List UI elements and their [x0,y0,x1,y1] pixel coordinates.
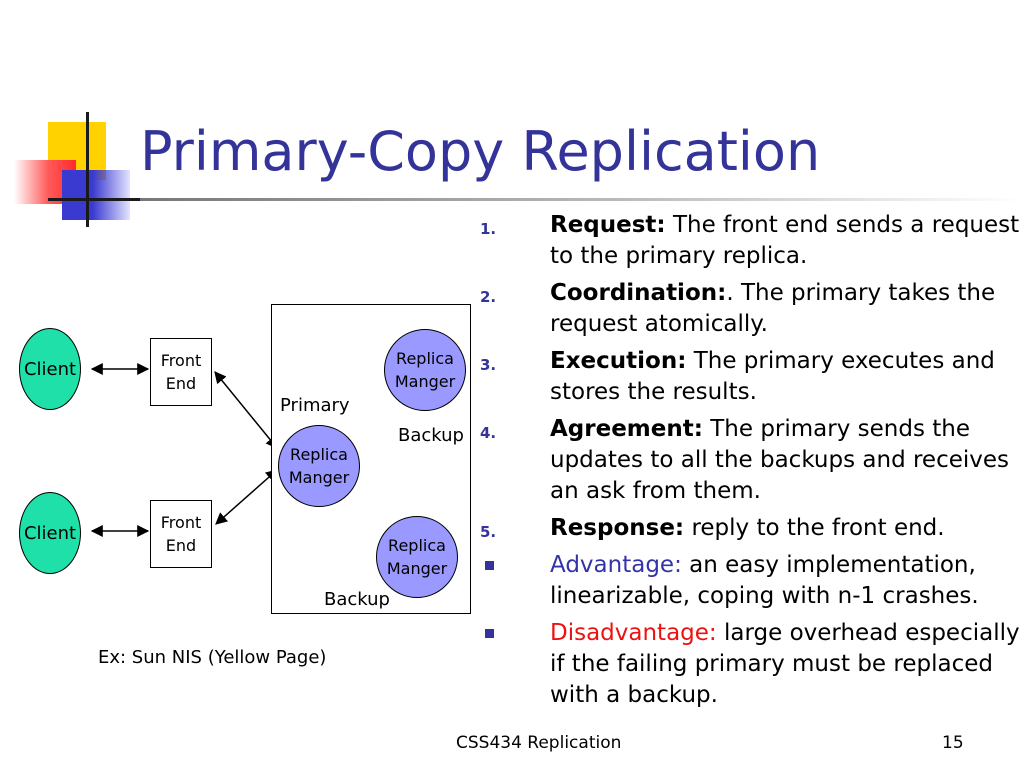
step-number: 1. [480,220,497,238]
advantage-keyword: Advantage: [550,552,682,578]
step-text: . The primary takes the request atomical… [550,280,996,337]
arrow-frontend-top-primary [214,371,278,449]
backup-top-line1: Replica [396,349,454,368]
backup-top-line2: Manger [394,372,456,391]
backup-top-label: Backup [398,425,464,446]
frontend-top-line1: Front [160,351,202,370]
step-text: The primary sends the updates to all the… [550,416,1010,504]
client-bottom-label: Client [23,522,77,544]
step-number: 3. [480,356,497,374]
backup-bottom-line1: Replica [388,536,446,555]
step-keyword: Coordination: [550,280,727,306]
list-item: 5. Response: reply to the front end. [480,513,1020,544]
list-item: 4. Agreement: The primary sends the upda… [480,414,1020,507]
primary-label: Primary [280,395,350,416]
step-keyword: Agreement: [550,416,703,442]
step-keyword: Request: [550,212,666,238]
client-bottom: Client [19,492,81,574]
step-keyword: Execution: [550,348,687,374]
list-item: 1. Request: The front end sends a reques… [480,210,1020,272]
step-number: 5. [480,523,497,541]
logo-blue-square [62,170,130,220]
client-top: Client [19,328,81,410]
primary-rm-line2: Manger [288,468,350,487]
arrow-frontend-bottom-primary [215,469,278,525]
frontend-bottom-line1: Front [160,513,202,532]
step-text: reply to the front end. [684,515,945,541]
example-caption: Ex: Sun NIS (Yellow Page) [98,647,327,668]
frontend-top-line2: End [165,374,197,393]
step-number: 2. [480,288,497,306]
client-top-label: Client [23,358,77,380]
disadvantage-text: large overhead especially if the failing… [550,620,1020,708]
square-bullet-icon [485,629,494,638]
footer-text: CSS434 Replication [456,733,622,753]
list-item: Advantage: an easy implementation, linea… [480,550,1020,612]
step-number: 4. [480,424,497,442]
logo-horizontal-line [48,198,140,201]
frontend-bottom-line2: End [165,536,197,555]
list-item: 2. Coordination:. The primary takes the … [480,278,1020,340]
primary-rm-line1: Replica [290,445,348,464]
backup-bottom-label: Backup [324,589,390,610]
steps-list: 1. Request: The front end sends a reques… [480,210,1020,717]
list-item: 3. Execution: The primary executes and s… [480,346,1020,408]
list-item: Disadvantage: large overhead especially … [480,618,1020,711]
disadvantage-keyword: Disadvantage: [550,620,717,646]
step-text: The front end sends a request to the pri… [550,212,1020,269]
logo-vertical-line [86,112,89,227]
step-keyword: Response: [550,515,685,541]
page-number: 15 [942,733,964,753]
square-bullet-icon [485,561,494,570]
title-rule [140,198,1024,201]
step-text: The primary executes and stores the resu… [550,348,995,405]
slide-title: Primary-Copy Replication [140,120,821,183]
advantage-text: an easy implementation, linearizable, co… [550,552,979,609]
backup-bottom-line2: Manger [386,559,448,578]
